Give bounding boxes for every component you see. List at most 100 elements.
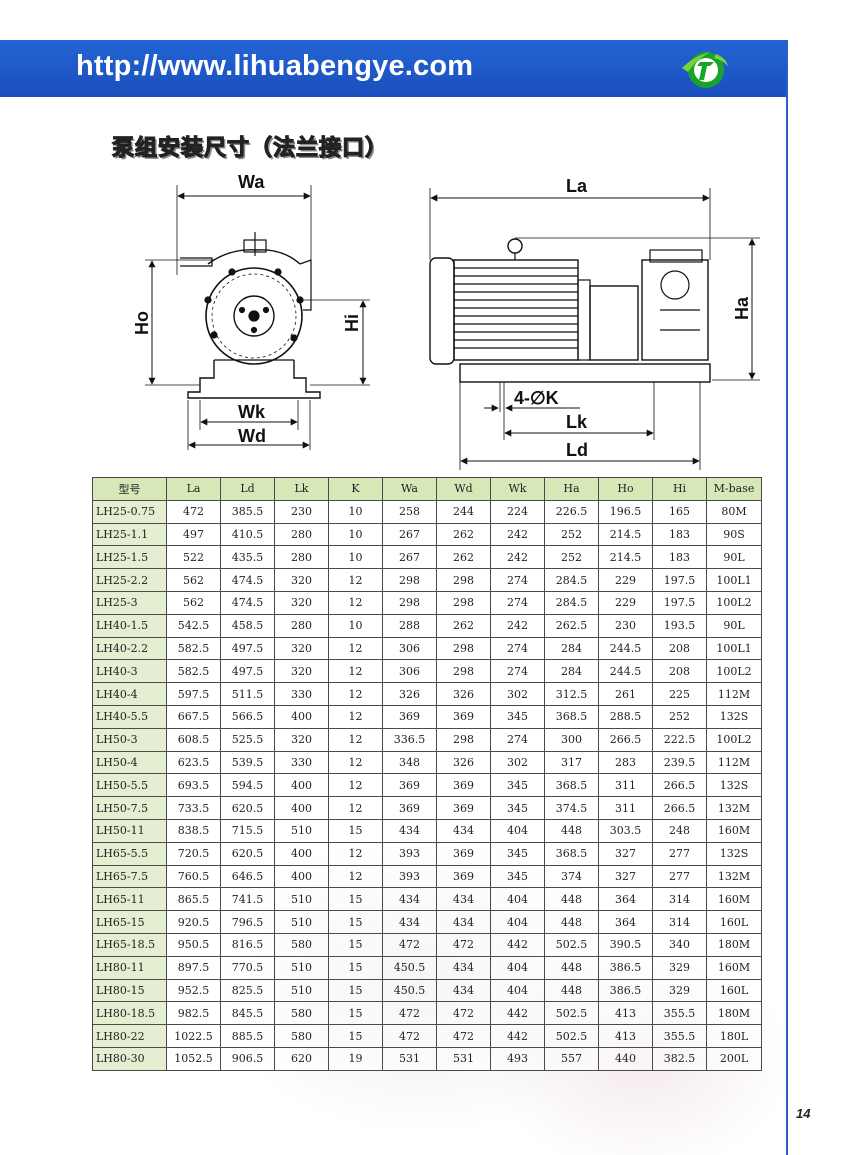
value-cell: 274 — [490, 727, 545, 752]
value-cell: 12 — [328, 773, 383, 798]
value-cell: 562 — [166, 590, 221, 615]
column-header: Ld — [220, 477, 275, 501]
header-band — [0, 40, 786, 97]
value-cell: 262.5 — [544, 613, 599, 638]
column-header: K — [328, 477, 383, 501]
value-cell: 557 — [544, 1046, 599, 1071]
value-cell: 193.5 — [652, 613, 707, 638]
value-cell: 12 — [328, 704, 383, 729]
value-cell: 434 — [436, 887, 491, 912]
value-cell: 298 — [382, 590, 437, 615]
value-cell: 239.5 — [652, 750, 707, 775]
value-cell: 12 — [328, 636, 383, 661]
value-cell: 320 — [274, 590, 329, 615]
value-cell: 448 — [544, 978, 599, 1003]
dim-label-ld: Ld — [566, 440, 588, 460]
model-cell: LH65-7.5 — [92, 864, 167, 889]
value-cell: 510 — [274, 887, 329, 912]
value-cell: 493 — [490, 1046, 545, 1071]
value-cell: 112M — [706, 750, 762, 775]
value-cell: 400 — [274, 841, 329, 866]
value-cell: 165 — [652, 499, 707, 524]
model-cell: LH80-18.5 — [92, 1001, 167, 1026]
value-cell: 274 — [490, 590, 545, 615]
green-pump-logo-icon — [682, 52, 728, 88]
value-cell: 180M — [706, 932, 762, 957]
model-cell: LH40-4 — [92, 682, 167, 706]
value-cell: 274 — [490, 568, 545, 592]
value-cell: 434 — [382, 910, 437, 934]
value-cell: 330 — [274, 682, 329, 706]
dim-label-wk: Wk — [238, 402, 266, 422]
value-cell: 374 — [544, 864, 599, 889]
value-cell: 369 — [436, 841, 491, 866]
value-cell: 311 — [598, 773, 653, 798]
value-cell: 623.5 — [166, 750, 221, 775]
value-cell: 982.5 — [166, 1001, 221, 1026]
value-cell: 667.5 — [166, 704, 221, 729]
value-cell: 566.5 — [220, 704, 275, 729]
value-cell: 327 — [598, 864, 653, 889]
value-cell: 400 — [274, 796, 329, 820]
value-cell: 531 — [382, 1046, 437, 1071]
value-cell: 448 — [544, 887, 599, 912]
value-cell: 345 — [490, 841, 545, 866]
value-cell: 502.5 — [544, 1024, 599, 1048]
value-cell: 12 — [328, 796, 383, 820]
value-cell: 100L2 — [706, 590, 762, 615]
value-cell: 326 — [436, 750, 491, 775]
dim-label-wa: Wa — [238, 172, 265, 192]
value-cell: 12 — [328, 568, 383, 592]
value-cell: 302 — [490, 750, 545, 775]
value-cell: 413 — [598, 1024, 653, 1048]
value-cell: 242 — [490, 522, 545, 547]
value-cell: 336.5 — [382, 727, 437, 752]
value-cell: 434 — [436, 910, 491, 934]
value-cell: 200L — [706, 1046, 762, 1071]
value-cell: 386.5 — [598, 978, 653, 1003]
value-cell: 180M — [706, 1001, 762, 1026]
value-cell: 472 — [382, 1001, 437, 1026]
value-cell: 760.5 — [166, 864, 221, 889]
value-cell: 224 — [490, 499, 545, 524]
website-url[interactable]: http://www.lihuabengye.com — [76, 50, 474, 82]
value-cell: 497 — [166, 522, 221, 547]
value-cell: 15 — [328, 1024, 383, 1048]
value-cell: 277 — [652, 841, 707, 866]
value-cell: 10 — [328, 522, 383, 547]
value-cell: 620.5 — [220, 796, 275, 820]
value-cell: 369 — [436, 796, 491, 820]
value-cell: 511.5 — [220, 682, 275, 706]
column-header: Ha — [544, 477, 599, 501]
value-cell: 582.5 — [166, 636, 221, 661]
value-cell: 434 — [436, 955, 491, 980]
value-cell: 539.5 — [220, 750, 275, 775]
model-cell: LH50-7.5 — [92, 796, 167, 820]
value-cell: 284 — [544, 659, 599, 684]
value-cell: 320 — [274, 659, 329, 684]
value-cell: 906.5 — [220, 1046, 275, 1071]
value-cell: 248 — [652, 818, 707, 843]
value-cell: 80M — [706, 499, 762, 524]
value-cell: 298 — [436, 636, 491, 661]
value-cell: 580 — [274, 1001, 329, 1026]
value-cell: 300 — [544, 727, 599, 752]
value-cell: 320 — [274, 568, 329, 592]
model-cell: LH25-1.1 — [92, 522, 167, 547]
value-cell: 580 — [274, 1024, 329, 1048]
value-cell: 497.5 — [220, 636, 275, 661]
value-cell: 252 — [544, 545, 599, 570]
value-cell: 132M — [706, 796, 762, 820]
model-cell: LH40-5.5 — [92, 704, 167, 729]
value-cell: 885.5 — [220, 1024, 275, 1048]
